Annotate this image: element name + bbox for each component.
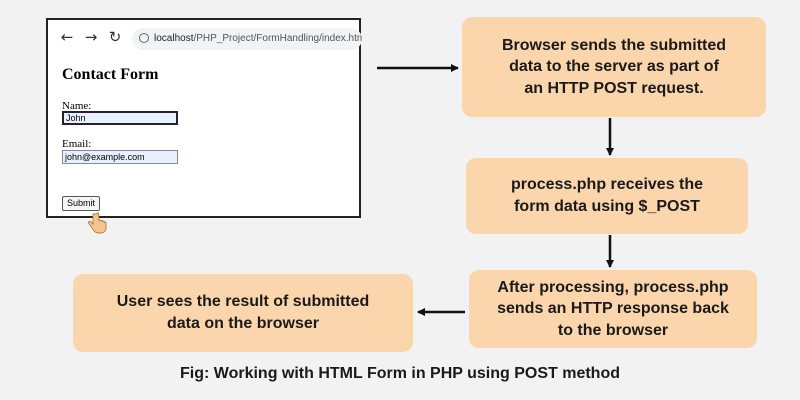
name-label: Name:	[62, 100, 92, 112]
step-box-send-response: After processing, process.php sends an H…	[469, 270, 757, 348]
name-field[interactable]: John	[62, 111, 178, 125]
reload-icon[interactable]: ↻	[108, 28, 122, 46]
form-title: Contact Form	[62, 66, 159, 83]
url-path: /PHP_Project/FormHandling/index.html	[193, 33, 362, 44]
step-text-send-request: Browser sends the submitted data to the …	[501, 36, 727, 97]
step-box-user-sees-result: User sees the result of submitted data o…	[73, 274, 413, 352]
step-text-send-response: After processing, process.php sends an H…	[497, 278, 729, 339]
site-info-icon[interactable]	[139, 33, 149, 43]
hand-pointer-icon	[88, 212, 107, 234]
address-bar[interactable]: localhost/PHP_Project/FormHandling/index…	[132, 28, 362, 50]
step-box-send-request: Browser sends the submitted data to the …	[462, 17, 766, 117]
step-box-receive-post: process.php receives the form data using…	[466, 158, 748, 234]
browser-toolbar: ← → ↻ localhost/PHP_Project/FormHandling…	[48, 20, 362, 58]
arrow-left-icon[interactable]: ←	[60, 28, 74, 46]
step-text-user-sees-result: User sees the result of submitted data o…	[116, 293, 370, 332]
step-text-receive-post: process.php receives the form data using…	[510, 176, 704, 215]
page-content: Contact Form Name: John Email: john@exam…	[62, 66, 349, 234]
email-label: Email:	[62, 138, 92, 150]
arrow-right-icon[interactable]: →	[84, 28, 98, 46]
url-host: localhost	[154, 33, 194, 44]
email-field[interactable]: john@example.com	[62, 150, 178, 164]
submit-button[interactable]: Submit	[62, 196, 101, 211]
browser-window: ← → ↻ localhost/PHP_Project/FormHandling…	[46, 18, 362, 234]
figure-caption: Fig: Working with HTML Form in PHP using…	[180, 365, 620, 382]
